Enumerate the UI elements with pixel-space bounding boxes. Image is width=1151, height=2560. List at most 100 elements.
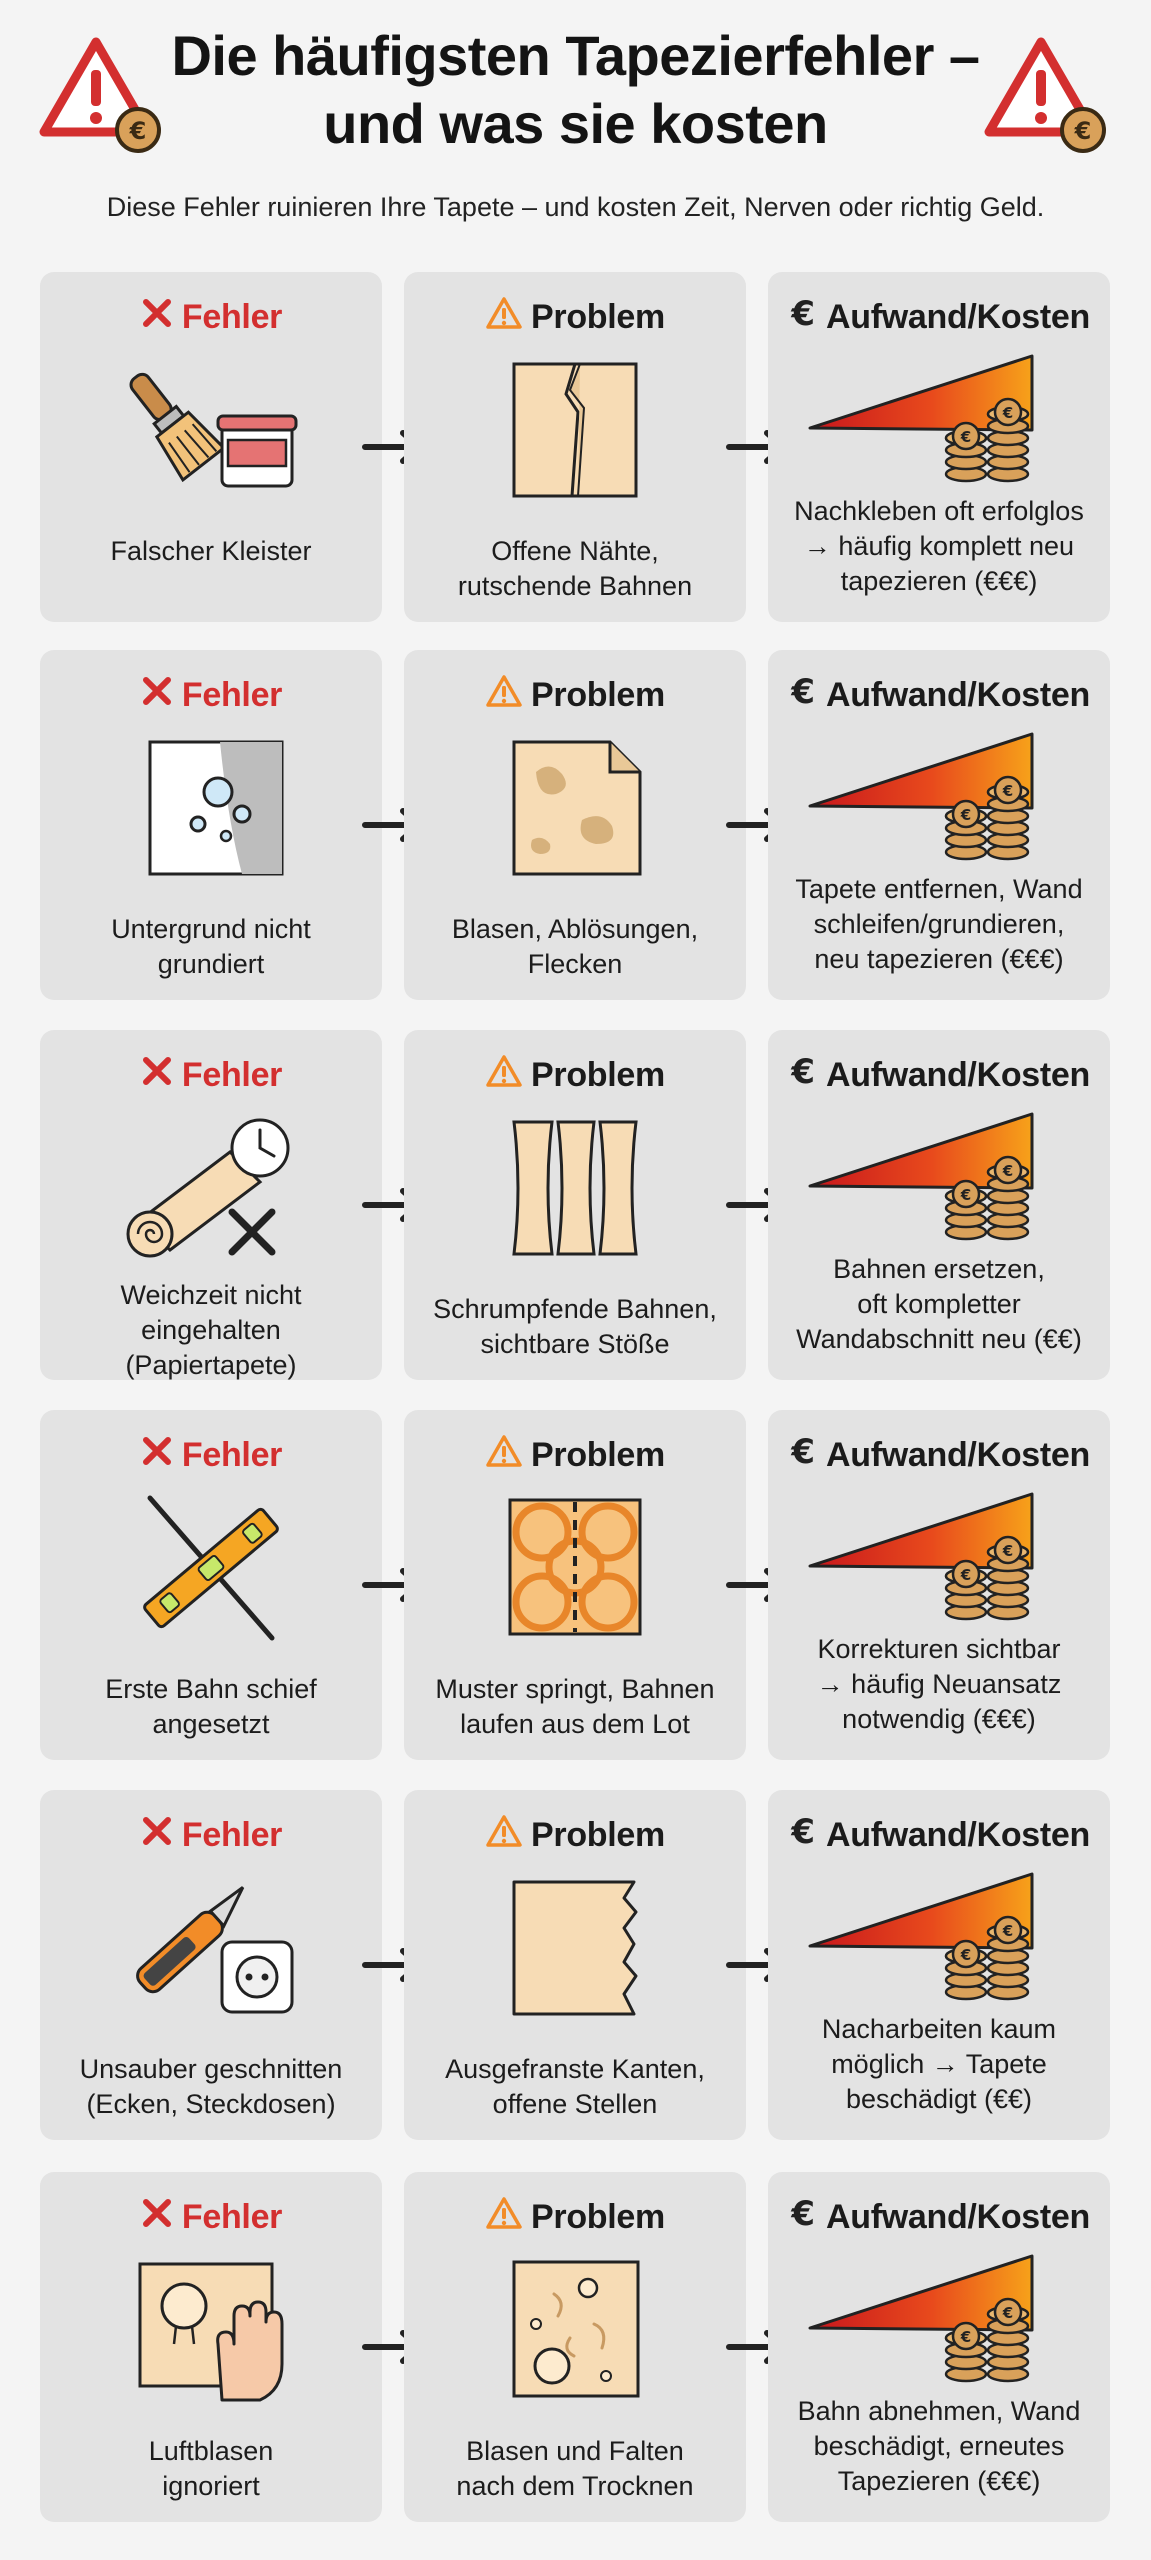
svg-text:€: € bbox=[790, 673, 814, 709]
warning-triangle-icon bbox=[485, 674, 523, 717]
rising-cost-coins-icon: €€ bbox=[808, 1868, 1070, 2008]
svg-text:€: € bbox=[1002, 782, 1013, 800]
rising-cost-coins-icon: €€ bbox=[808, 350, 1070, 490]
problem-header-label: Problem bbox=[531, 1815, 665, 1854]
kosten-text: Korrekturen sichtbar → häufig Neuansatz … bbox=[816, 1634, 1062, 1734]
title-line-1: Die häufigsten Tapezierfehler – bbox=[171, 24, 980, 87]
subtitle: Diese Fehler ruinieren Ihre Tapete – und… bbox=[106, 192, 1045, 222]
warning-triangle-icon bbox=[485, 1434, 523, 1477]
kosten-text: Nachkleben oft erfolglos → häufig komple… bbox=[794, 496, 1084, 596]
svg-text:€: € bbox=[960, 2328, 971, 2346]
kosten-card: €Aufwand/Kosten€€Bahnen ersetzen, oft ko… bbox=[768, 1030, 1110, 1380]
rising-cost-coins-icon: €€ bbox=[808, 1108, 1070, 1248]
stained-peeling-wallpaper-icon bbox=[474, 732, 676, 882]
svg-text:€: € bbox=[1002, 2304, 1013, 2322]
problem-header-label: Problem bbox=[531, 2197, 665, 2236]
svg-text:€: € bbox=[790, 295, 814, 331]
close-x-icon bbox=[140, 1434, 174, 1477]
kosten-card: € Aufwand/Kosten €€Nachkleben oft erfolglo… bbox=[768, 272, 1110, 622]
problem-header-label: Problem bbox=[531, 675, 665, 714]
close-x-icon bbox=[140, 1814, 174, 1857]
euro-icon: € bbox=[788, 1432, 818, 1478]
fehler-header-label: Fehler bbox=[181, 1435, 283, 1474]
close-x-icon bbox=[140, 2196, 174, 2239]
euro-icon: € bbox=[788, 294, 818, 340]
problem-text: Blasen und Falten nach dem Trocknen bbox=[456, 2436, 694, 2501]
fehler-text: Unsauber geschnitten (Ecken, Steckdosen) bbox=[79, 2054, 343, 2119]
kosten-header: €Aufwand/Kosten bbox=[768, 2194, 1110, 2240]
close-x-icon bbox=[140, 296, 174, 339]
svg-text:€: € bbox=[960, 1946, 971, 1964]
kosten-header-label: Aufwand/Kosten bbox=[825, 1815, 1090, 1854]
fehler-text: Falscher Kleister bbox=[110, 536, 312, 566]
close-x-icon bbox=[140, 1054, 174, 1097]
warning-triangle-icon bbox=[485, 2196, 523, 2239]
fehler-text: Luftblasen ignoriert bbox=[148, 2436, 274, 2501]
problem-text: Schrumpfende Bahnen, sichtbare Stöße bbox=[433, 1294, 717, 1359]
warning-euro-icon: € bbox=[983, 34, 1113, 154]
fehler-header-label: Fehler bbox=[181, 2197, 283, 2236]
unprimed-wall-bubbles-icon bbox=[110, 732, 312, 882]
warning-euro-icon: € bbox=[38, 34, 168, 154]
problem-header: Problem bbox=[404, 672, 746, 718]
page-title: Die häufigsten Tapezierfehler – und was … bbox=[150, 22, 1001, 158]
problem-header: Problem bbox=[404, 294, 746, 340]
kosten-text: Nacharbeiten kaum möglich → Tapete besch… bbox=[821, 2014, 1057, 2114]
svg-text:€: € bbox=[960, 1186, 971, 1204]
problem-text: Blasen, Ablösungen, Flecken bbox=[451, 914, 699, 979]
kosten-text: Tapete entfernen, Wand schleifen/grundie… bbox=[795, 874, 1083, 974]
kosten-header-label: Aufwand/Kosten bbox=[825, 297, 1090, 336]
fehler-header-label: Fehler bbox=[181, 1815, 283, 1854]
fehler-header: Fehler bbox=[40, 2194, 382, 2240]
problem-header: Problem bbox=[404, 1812, 746, 1858]
kosten-card: €Aufwand/Kosten€€Korrekturen sichtbar → … bbox=[768, 1410, 1110, 1760]
svg-text:€: € bbox=[790, 1813, 814, 1849]
misaligned-pattern-icon bbox=[474, 1492, 676, 1642]
rising-cost-coins-icon: €€ bbox=[808, 2250, 1070, 2390]
kosten-header: € Aufwand/Kosten bbox=[768, 1812, 1110, 1858]
euro-icon: € bbox=[788, 2194, 818, 2240]
fehler-header: Fehler bbox=[40, 1052, 382, 1098]
fehler-header: Fehler bbox=[40, 294, 382, 340]
paintbrush-and-paste-bucket-icon bbox=[110, 354, 312, 504]
svg-text:€: € bbox=[790, 2195, 814, 2231]
problem-text: Muster springt, Bahnen laufen aus dem Lo… bbox=[435, 1674, 715, 1739]
problem-text: Ausgefranste Kanten, offene Stellen bbox=[445, 2054, 705, 2119]
kosten-card: €Aufwand/Kosten€€Nacharbeiten kaum mögli… bbox=[768, 1790, 1110, 2140]
svg-text:€: € bbox=[129, 117, 147, 145]
cutter-knife-socket-icon bbox=[110, 1872, 312, 2022]
title-line-2: und was sie kosten bbox=[323, 92, 828, 155]
fehler-header: Fehler bbox=[40, 1812, 382, 1858]
svg-text:€: € bbox=[1074, 117, 1092, 145]
svg-text:€: € bbox=[790, 1053, 814, 1089]
kosten-card: € Aufwand/Kosten €€Tapete entfernen, Wand … bbox=[768, 650, 1110, 1000]
header: € Die häufigsten Tapezierfehler – und wa… bbox=[0, 0, 1151, 260]
problem-header-label: Problem bbox=[531, 1435, 665, 1474]
kosten-header-label: Aufwand/Kosten bbox=[825, 675, 1090, 714]
problem-header-label: Problem bbox=[531, 1055, 665, 1094]
svg-text:€: € bbox=[1002, 404, 1013, 422]
warning-triangle-icon bbox=[485, 1814, 523, 1857]
shrinking-strips-icon bbox=[474, 1112, 676, 1262]
problem-header: Problem bbox=[404, 2194, 746, 2240]
rising-cost-coins-icon: €€ bbox=[808, 1488, 1070, 1628]
svg-text:€: € bbox=[1002, 1922, 1013, 1940]
rising-cost-coins-icon: €€ bbox=[808, 728, 1070, 868]
warning-triangle-icon bbox=[485, 1054, 523, 1097]
fehler-header-label: Fehler bbox=[181, 297, 283, 336]
wallpaper-roll-clock-icon bbox=[110, 1112, 312, 1262]
torn-wallpaper-seam-icon bbox=[474, 354, 676, 504]
kosten-header: € Aufwand/Kosten bbox=[768, 294, 1110, 340]
svg-text:€: € bbox=[790, 1433, 814, 1469]
problem-header-label: Problem bbox=[531, 297, 665, 336]
